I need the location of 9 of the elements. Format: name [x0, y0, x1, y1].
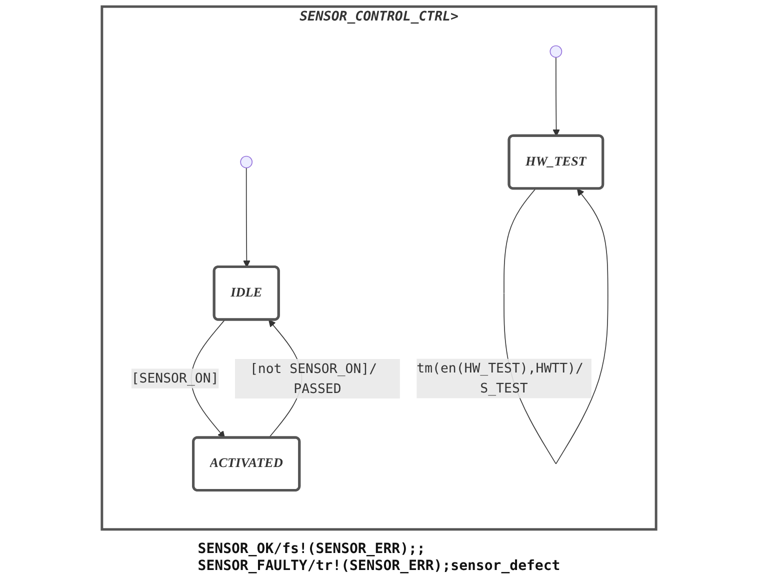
edge-label: [SENSOR_ON]	[131, 370, 219, 386]
edge-label: [not SENSOR_ON]/ PASSED	[250, 360, 378, 396]
edge-label: tm(en(HW_TEST),HWTT)/ S_TEST	[416, 360, 584, 396]
arrow	[243, 167, 250, 268]
arrow	[552, 56, 560, 136]
node-circle	[550, 45, 562, 58]
note-text: SENSOR_FAULTY/tr!(SENSOR_ERR);sensor_defect	[198, 558, 560, 574]
note-text: SENSOR_OK/fs!(SENSOR_ERR);;	[198, 541, 426, 557]
node-circle	[240, 156, 253, 168]
